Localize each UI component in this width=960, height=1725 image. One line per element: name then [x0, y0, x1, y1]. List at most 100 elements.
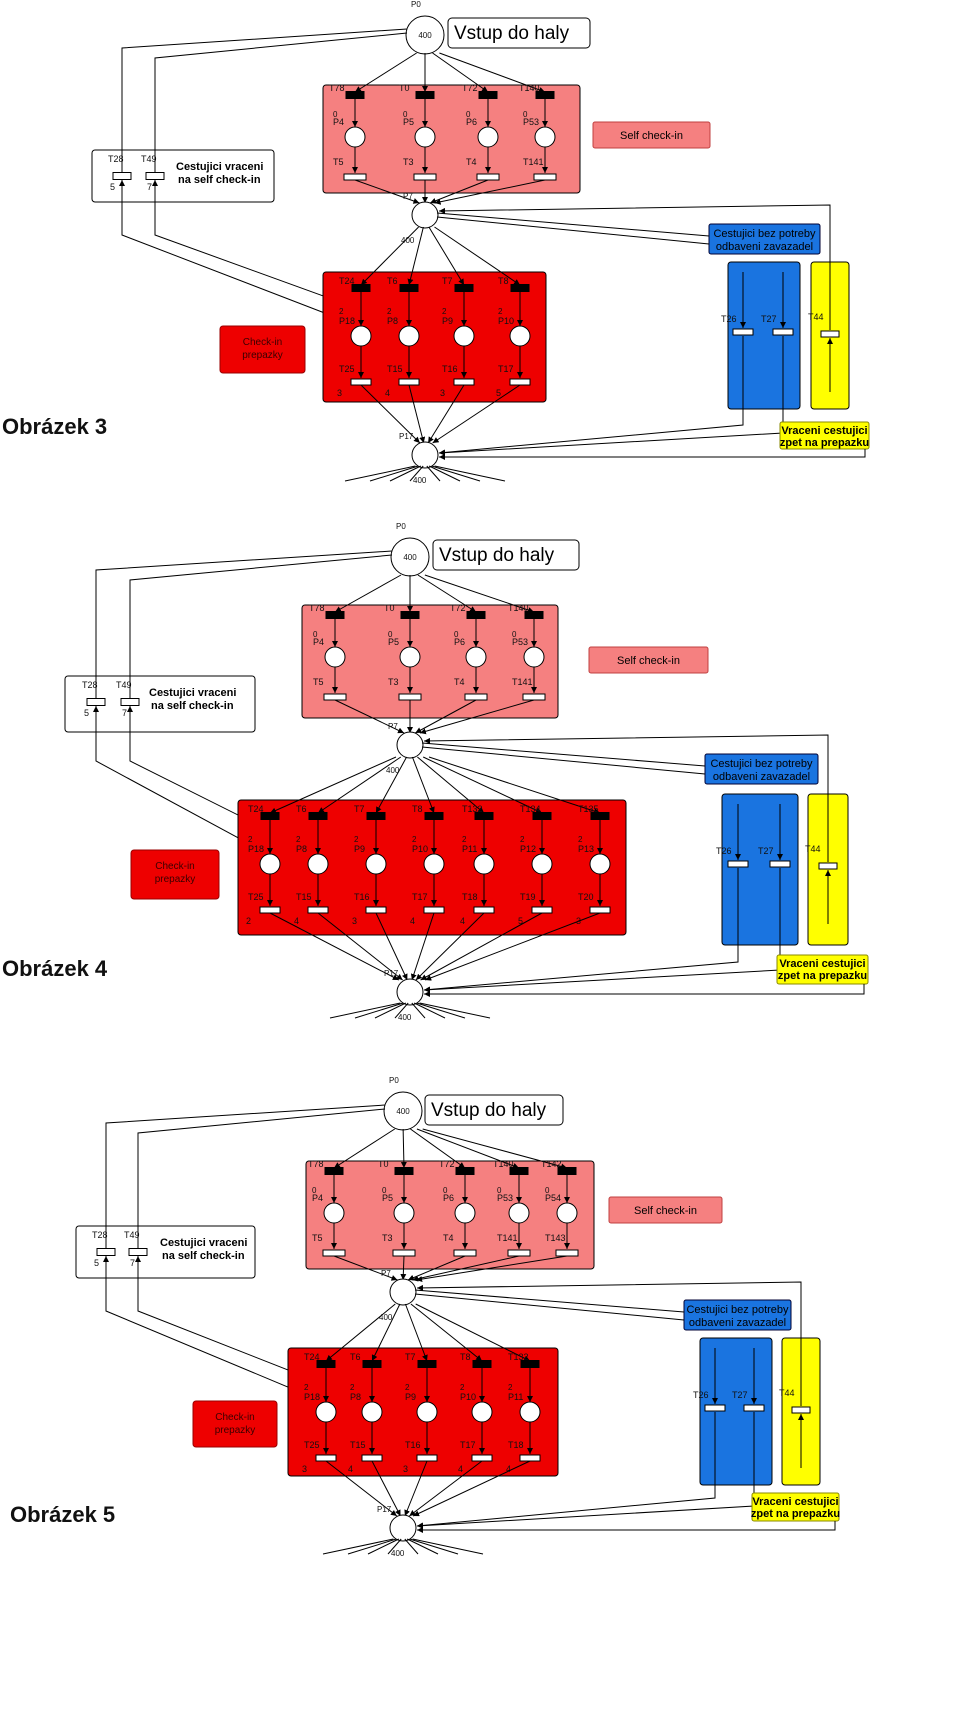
counter-place-tokens: 2	[520, 835, 525, 844]
return-arc-up	[103, 1256, 327, 1404]
arrow-arc	[400, 1128, 407, 1169]
self-top-transition-label: T142	[541, 1159, 562, 1169]
arc	[414, 1293, 685, 1321]
counter-bottom-transition	[473, 906, 495, 914]
counter-top-transition-label: T6	[350, 1352, 361, 1362]
self-bottom-transition-label: T3	[403, 157, 414, 167]
end-place-tokens: 400	[391, 1549, 405, 1558]
returned-title-line1: Vraceni cestujici	[752, 1496, 838, 1508]
self-place-tokens: 0	[545, 1186, 550, 1195]
arrow-arc	[432, 384, 521, 444]
return-arc	[95, 550, 393, 698]
counter-top-transition	[424, 812, 444, 820]
returns-transition-label: T28	[82, 680, 98, 690]
arc	[389, 465, 422, 482]
self-bottom-transition	[453, 1249, 477, 1257]
returns-title-line1: Cestujici vraceni	[160, 1237, 247, 1249]
arrow-arc	[417, 756, 485, 814]
self-top-transition-label: T140	[508, 603, 529, 613]
counter-bottom-transition-label: T15	[350, 1440, 366, 1450]
arrow-arc	[439, 52, 546, 93]
returned-arc-to-p7	[423, 734, 829, 862]
arrow-arc	[407, 226, 424, 286]
self-top-transition	[325, 611, 345, 619]
end-place-p17	[411, 441, 439, 469]
self-place-tokens: 0	[466, 110, 471, 119]
counter-bottom-weight: 4	[506, 1464, 511, 1474]
no-baggage-title-line2: odbaveni zavazadel	[689, 1317, 786, 1329]
counter-bottom-weight: 2	[246, 916, 251, 926]
self-bottom-transition	[323, 693, 347, 701]
arc	[367, 1538, 400, 1555]
self-top-transition	[509, 1167, 529, 1175]
end-place-p17	[396, 978, 424, 1006]
arrow-arc	[410, 912, 435, 981]
no-baggage-title-line2: odbaveni zavazadel	[713, 771, 810, 783]
self-place-label: P5	[403, 117, 414, 127]
counter-place-tokens: 2	[354, 835, 359, 844]
no-baggage-transition	[732, 328, 754, 336]
self-checkin-label-box	[588, 646, 709, 674]
returns-transition-label: T28	[92, 1230, 108, 1240]
returns-box	[64, 675, 256, 733]
no-baggage-title-line2: odbaveni zavazadel	[716, 241, 813, 253]
returned-arc-to-p17	[424, 984, 865, 997]
counter-top-transition-label: T132	[462, 804, 483, 814]
counter-place-label: P10	[412, 844, 428, 854]
self-place	[523, 646, 545, 668]
arc	[354, 1002, 404, 1019]
counter-bottom-weight: 5	[496, 388, 501, 398]
counter-bottom-weight: 4	[348, 1464, 353, 1474]
counter-place-label: P8	[387, 316, 398, 326]
counter-place-label: P13	[578, 844, 594, 854]
self-top-transition	[400, 611, 420, 619]
self-bottom-transition-label: T143	[545, 1233, 566, 1243]
counter-top-transition	[474, 812, 494, 820]
self-top-transition-label: T78	[309, 603, 325, 613]
checkin-box	[322, 271, 547, 403]
arc	[414, 1289, 685, 1313]
self-bottom-transition-label: T141	[497, 1233, 518, 1243]
returned-transition	[791, 1406, 811, 1414]
checkin-label-line1: Check-in	[215, 1412, 254, 1423]
self-place-tokens: 0	[382, 1186, 387, 1195]
returns-weight: 5	[84, 708, 89, 718]
arrow-arc	[434, 226, 521, 286]
return-arc	[154, 32, 408, 172]
returns-weight: 5	[94, 1258, 99, 1268]
arrow-arc	[422, 1128, 568, 1170]
returned-label-box	[776, 954, 869, 985]
self-place	[508, 1202, 530, 1224]
counter-top-transition	[454, 284, 474, 292]
self-top-transition	[557, 1167, 577, 1175]
checkin-label-line1: Check-in	[155, 861, 194, 872]
counter-bottom-transition	[416, 1454, 438, 1462]
counter-bottom-transition-label: T18	[508, 1440, 524, 1450]
counter-place-label: P18	[304, 1392, 320, 1402]
no-baggage-transition	[704, 1404, 726, 1412]
arrow-arc	[371, 1303, 401, 1362]
counter-bottom-weight: 3	[337, 388, 342, 398]
self-top-transition	[478, 91, 498, 99]
self-checkin-label: Self check-in	[634, 1205, 697, 1217]
checkin-label-line2: prepazky	[215, 1425, 256, 1436]
return-arc	[129, 554, 393, 698]
figure-caption: Obrázek 5	[10, 1502, 115, 1527]
arc	[329, 1002, 401, 1019]
returns-title-line2: na self check-in	[162, 1250, 245, 1262]
counter-bottom-transition-label: T15	[296, 892, 312, 902]
counter-top-transition	[351, 284, 371, 292]
counter-place	[589, 853, 611, 875]
self-top-transition	[324, 1167, 344, 1175]
counter-place	[350, 325, 372, 347]
arrow-arc	[415, 1303, 531, 1362]
self-top-transition-label: T78	[329, 83, 345, 93]
middle-place-p7	[389, 1278, 417, 1306]
arrow-arc	[415, 699, 477, 734]
self-place-tokens: 0	[443, 1186, 448, 1195]
no-baggage-box	[727, 261, 801, 410]
counter-place	[519, 1401, 541, 1423]
start-title: Vstup do haly	[439, 545, 555, 566]
checkin-label-line1: Check-in	[243, 337, 282, 348]
counter-place	[398, 325, 420, 347]
